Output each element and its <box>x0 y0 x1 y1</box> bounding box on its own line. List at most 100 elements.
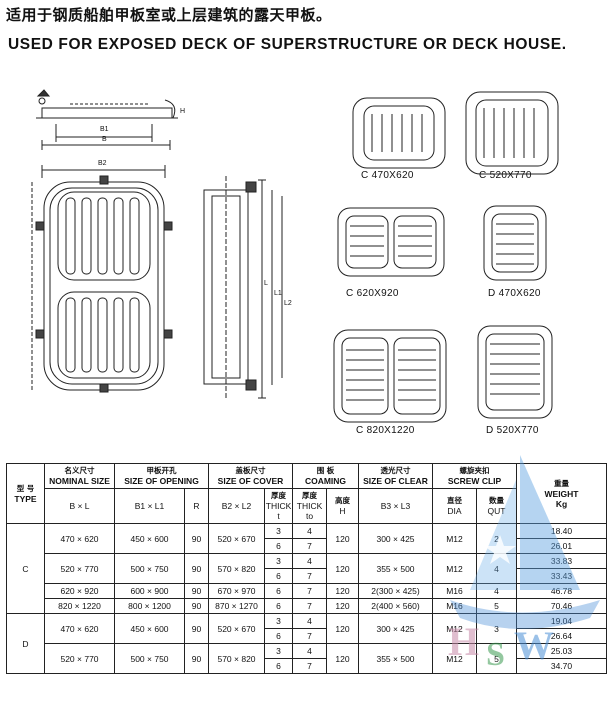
watermark-sail-logo <box>450 455 600 629</box>
variant-caption: D 520X770 <box>486 425 539 436</box>
cell-clear: 300 × 425 <box>358 613 433 644</box>
cell-opening: 450 × 600 <box>114 523 185 554</box>
cell-cover-thick: 3 <box>264 613 293 629</box>
technical-drawings <box>31 89 559 423</box>
variant-caption: C 520X770 <box>479 170 532 181</box>
top-side-view <box>36 89 178 150</box>
dim-b2: B2 <box>98 160 107 167</box>
cell-r: 90 <box>184 553 209 584</box>
cell-cover-thick: 6 <box>264 583 293 599</box>
cell-dia: M12 <box>432 553 477 584</box>
section-view <box>203 176 283 400</box>
cell-cover: 570 × 820 <box>208 643 265 674</box>
watermark-letter-h: H <box>448 619 480 664</box>
cell-opening: 450 × 600 <box>114 613 185 644</box>
dim-l: L <box>264 280 268 287</box>
cell-cover: 520 × 670 <box>208 613 265 644</box>
cell-nominal: 820 × 1220 <box>44 598 115 614</box>
cell-coaming-thick: 7 <box>292 658 327 674</box>
cell-coaming-thick: 7 <box>292 538 327 554</box>
cell-opening: 500 × 750 <box>114 553 185 584</box>
cell-cover: 520 × 670 <box>208 523 265 554</box>
watermark-letter-s: S <box>486 636 505 673</box>
variant-d-520x770 <box>477 325 553 419</box>
cell-clear: 355 × 500 <box>358 553 433 584</box>
cell-r: 90 <box>184 583 209 599</box>
dim-b1: B1 <box>100 126 109 133</box>
cell-cover: 570 × 820 <box>208 553 265 584</box>
cell-coaming-height: 120 <box>326 613 359 644</box>
cell-cover-thick: 3 <box>264 523 293 539</box>
cell-coaming-height: 120 <box>326 643 359 674</box>
cell-nominal: 470 × 620 <box>44 523 115 554</box>
cell-coaming-thick: 4 <box>292 553 327 569</box>
cell-opening: 800 × 1200 <box>114 598 185 614</box>
title-chinese: 适用于钢质船舶甲板室或上层建筑的露天甲板。 <box>6 6 332 24</box>
cell-weight: 34.70 <box>516 658 607 674</box>
cell-nominal: 520 × 770 <box>44 643 115 674</box>
watermark-letter-w: W <box>514 623 554 668</box>
cell-clear: 355 × 500 <box>358 643 433 674</box>
dim-l2: L2 <box>284 300 292 307</box>
cell-coaming-height: 120 <box>326 583 359 599</box>
cell-coaming-height: 120 <box>326 553 359 584</box>
cell-r: 90 <box>184 523 209 554</box>
cell-coaming-thick: 7 <box>292 628 327 644</box>
cell-coaming-thick: 4 <box>292 643 327 659</box>
cell-type: D <box>6 613 45 674</box>
variant-caption: C 470X620 <box>361 170 414 181</box>
cell-cover-thick: 6 <box>264 568 293 584</box>
cell-coaming-thick: 7 <box>292 598 327 614</box>
variant-caption: D 470X620 <box>488 288 541 299</box>
cell-coaming-height: 120 <box>326 598 359 614</box>
dim-b: B <box>102 136 107 143</box>
cell-coaming-thick: 7 <box>292 568 327 584</box>
dim-h: H <box>180 108 186 115</box>
cell-coaming-height: 120 <box>326 523 359 554</box>
cell-opening: 500 × 750 <box>114 643 185 674</box>
cell-nominal: 470 × 620 <box>44 613 115 644</box>
cell-cover: 870 × 1270 <box>208 598 265 614</box>
variant-caption: C 820X1220 <box>356 425 415 436</box>
cell-r: 90 <box>184 613 209 644</box>
cell-opening: 600 × 900 <box>114 583 185 599</box>
cell-coaming-thick: 7 <box>292 583 327 599</box>
variant-c-520x770 <box>465 91 559 175</box>
cell-cover-thick: 6 <box>264 538 293 554</box>
front-view <box>31 165 173 393</box>
variant-c-470x620 <box>352 97 446 169</box>
variant-c-620x920 <box>337 207 445 277</box>
cell-nominal: 520 × 770 <box>44 553 115 584</box>
cell-qty: 5 <box>476 643 517 674</box>
title-english: USED FOR EXPOSED DECK OF SUPERSTRUCTURE … <box>8 36 567 53</box>
header-opening-sub: B1 × L1 <box>114 488 185 524</box>
variant-d-470x620 <box>483 205 547 281</box>
cell-cover-thick: 6 <box>264 598 293 614</box>
cell-cover-thick: 3 <box>264 553 293 569</box>
cell-nominal: 620 × 920 <box>44 583 115 599</box>
cell-coaming-thick: 4 <box>292 613 327 629</box>
cell-coaming-thick: 4 <box>292 523 327 539</box>
header-nominal-sub: B × L <box>44 488 115 524</box>
cell-r: 90 <box>184 598 209 614</box>
header-r: R <box>184 488 209 524</box>
cell-cover: 670 × 970 <box>208 583 265 599</box>
header-cover-sub: B2 × L2 <box>208 488 265 524</box>
cell-clear: 300 × 425 <box>358 523 433 554</box>
